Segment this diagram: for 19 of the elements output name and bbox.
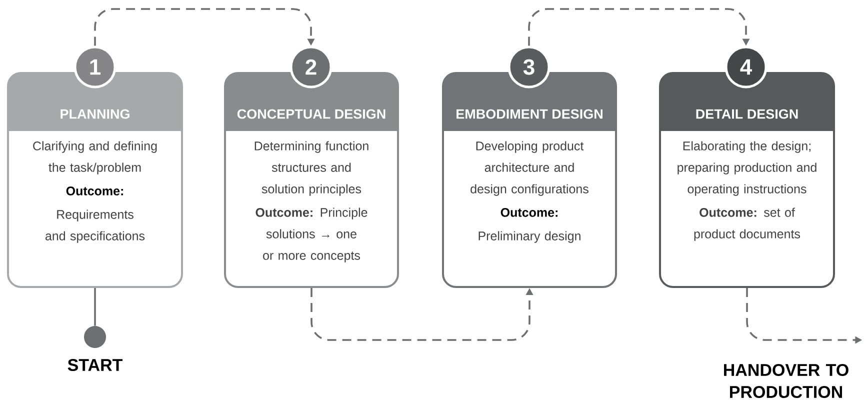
card-heading: CONCEPTUAL DESIGN xyxy=(237,109,386,119)
card-heading: EMBODIMENT DESIGN xyxy=(456,109,602,119)
connector-line xyxy=(94,288,96,326)
start-label: START xyxy=(68,358,123,372)
card-text: Developing product architecture and design configurations xyxy=(470,141,588,196)
outcome-heading: Outcome: xyxy=(500,208,558,217)
card-text: Outcome: set of product documents xyxy=(694,208,800,241)
card-heading: DETAIL DESIGN xyxy=(696,109,798,119)
card-heading: PLANNING xyxy=(60,109,130,119)
dashed-arrow xyxy=(94,8,315,46)
end-label: HANDOVER TO PRODUCTION xyxy=(724,364,848,398)
outcome-heading: Outcome: xyxy=(66,186,123,196)
start-dot xyxy=(84,326,106,348)
card-text: Determining function structures and solution principles xyxy=(254,141,368,196)
card-text: Requirements and specifications xyxy=(46,210,145,243)
dashed-arrow xyxy=(528,8,750,46)
card-text: Outcome: Principle solutions → one or more concepts xyxy=(256,208,368,262)
card-text: Clarifying and defining the task/problem xyxy=(33,141,157,174)
card-text: Preliminary design xyxy=(478,231,580,243)
